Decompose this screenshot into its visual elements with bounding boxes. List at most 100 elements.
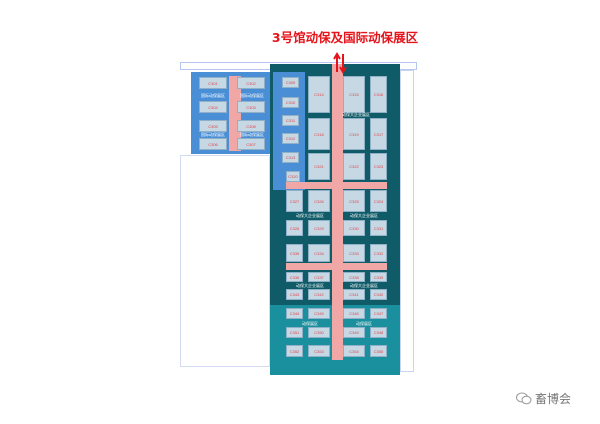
booth-c337[interactable]: C337 <box>308 272 330 282</box>
booth-c319[interactable]: C319 <box>343 118 365 150</box>
booth-c338[interactable]: C338 <box>343 272 365 282</box>
booth-c313[interactable]: C313 <box>282 152 299 163</box>
booth-c308[interactable]: C308 <box>237 120 265 132</box>
wechat-icon <box>516 392 532 405</box>
booth-c332[interactable]: C332 <box>370 244 387 262</box>
booth-c312[interactable]: C312 <box>282 133 299 144</box>
entrance-arrows-icon <box>333 52 347 74</box>
booth-c342[interactable]: C342 <box>308 289 330 300</box>
booth-c309[interactable]: C309 <box>282 77 299 88</box>
aisle <box>286 182 387 189</box>
booth-c352[interactable]: C352 <box>286 345 303 357</box>
booth-c329[interactable]: C329 <box>308 220 330 236</box>
zone-label: 动保展区 <box>356 321 372 326</box>
booth-c302[interactable]: C302 <box>237 77 265 89</box>
booth-c321[interactable]: C321 <box>308 153 330 180</box>
booth-c327[interactable]: C327 <box>286 190 303 212</box>
booth-c348[interactable]: C348 <box>370 327 387 338</box>
booth-c316[interactable]: C316 <box>370 76 387 113</box>
booth-number: C331 <box>373 225 384 231</box>
booth-c353[interactable]: C353 <box>308 345 330 357</box>
booth-number: C328 <box>289 225 300 231</box>
zone-label: 动保大企业展区 <box>296 283 324 288</box>
zone-label: 国际动保展区 <box>240 93 264 98</box>
booth-c311[interactable]: C311 <box>282 115 299 126</box>
booth-number: C347 <box>373 311 384 316</box>
booth-c304[interactable]: C304 <box>199 101 227 113</box>
booth-c344[interactable]: C344 <box>286 308 303 319</box>
booth-number: C330 <box>349 225 359 231</box>
booth-number: C323 <box>373 164 384 169</box>
booth-c349[interactable]: C349 <box>343 327 365 338</box>
booth-c314[interactable]: C314 <box>308 76 330 113</box>
booth-c347[interactable]: C347 <box>370 308 387 319</box>
booth-number: C305 <box>208 123 218 129</box>
booth-c341[interactable]: C341 <box>343 289 365 300</box>
booth-c340[interactable]: C340 <box>370 289 387 300</box>
booth-number: C326 <box>314 198 324 204</box>
booth-c354[interactable]: C354 <box>343 345 365 357</box>
zone-label: 国际动保展区 <box>201 132 225 137</box>
booth-number: C342 <box>314 292 324 297</box>
booth-number: C350 <box>314 330 324 335</box>
booth-c324[interactable]: C324 <box>370 190 387 212</box>
aisle <box>286 263 387 270</box>
booth-number: C304 <box>208 104 218 110</box>
booth-c326[interactable]: C326 <box>308 190 330 212</box>
booth-number: C303 <box>246 104 256 110</box>
booth-number: C346 <box>349 311 359 316</box>
booth-number: C334 <box>314 250 324 256</box>
booth-number: C329 <box>314 225 324 231</box>
booth-c322[interactable]: C322 <box>343 153 365 180</box>
booth-c336[interactable]: C336 <box>286 272 303 282</box>
zone-label: 国际动保展区 <box>240 132 264 137</box>
booth-c351[interactable]: C351 <box>286 327 303 338</box>
booth-number: C312 <box>285 136 296 141</box>
booth-number: C338 <box>349 274 359 280</box>
booth-number: C315 <box>349 92 359 97</box>
booth-c333[interactable]: C333 <box>343 244 365 262</box>
booth-c317[interactable]: C317 <box>370 118 387 150</box>
booth-c343[interactable]: C343 <box>286 289 303 300</box>
booth-c339[interactable]: C339 <box>370 272 387 282</box>
booth-c306[interactable]: C306 <box>199 138 227 150</box>
booth-c318[interactable]: C318 <box>308 118 330 150</box>
booth-number: C354 <box>349 348 359 354</box>
booth-number: C345 <box>314 311 324 316</box>
booth-number: C325 <box>349 198 359 204</box>
booth-c334[interactable]: C334 <box>308 244 330 262</box>
booth-c307[interactable]: C307 <box>237 138 265 150</box>
booth-number: C348 <box>373 330 384 335</box>
booth-number: C310 <box>285 100 296 105</box>
booth-c350[interactable]: C350 <box>308 327 330 338</box>
booth-number: C344 <box>289 311 300 316</box>
booth-c331[interactable]: C331 <box>370 220 387 236</box>
booth-c345[interactable]: C345 <box>308 308 330 319</box>
zone-label: 动保展区 <box>302 321 318 326</box>
booth-c335[interactable]: C335 <box>286 244 303 262</box>
booth-c305[interactable]: C305 <box>199 120 227 132</box>
booth-number: C319 <box>349 131 359 137</box>
booth-c346[interactable]: C346 <box>343 308 365 319</box>
booth-number: C311 <box>285 118 296 123</box>
booth-c303[interactable]: C303 <box>237 101 265 113</box>
booth-c301[interactable]: C301 <box>199 77 227 89</box>
aisle <box>229 76 241 151</box>
booth-c328[interactable]: C328 <box>286 220 303 236</box>
booth-number: C355 <box>373 348 384 354</box>
booth-number: C351 <box>289 330 300 335</box>
booth-number: C353 <box>314 348 324 354</box>
booth-c325[interactable]: C325 <box>343 190 365 212</box>
booth-c320[interactable]: C320 <box>286 171 300 182</box>
booth-c323[interactable]: C323 <box>370 153 387 180</box>
booth-c310[interactable]: C310 <box>282 97 299 108</box>
booth-number: C309 <box>285 80 296 85</box>
booth-number: C318 <box>314 131 324 137</box>
zone-label: 动保大企业展区 <box>296 213 324 218</box>
zone-label: 国际动保展区 <box>201 93 225 98</box>
booth-c330[interactable]: C330 <box>343 220 365 236</box>
booth-c315[interactable]: C315 <box>343 76 365 113</box>
booth-number: C307 <box>246 141 256 147</box>
booth-c355[interactable]: C355 <box>370 345 387 357</box>
